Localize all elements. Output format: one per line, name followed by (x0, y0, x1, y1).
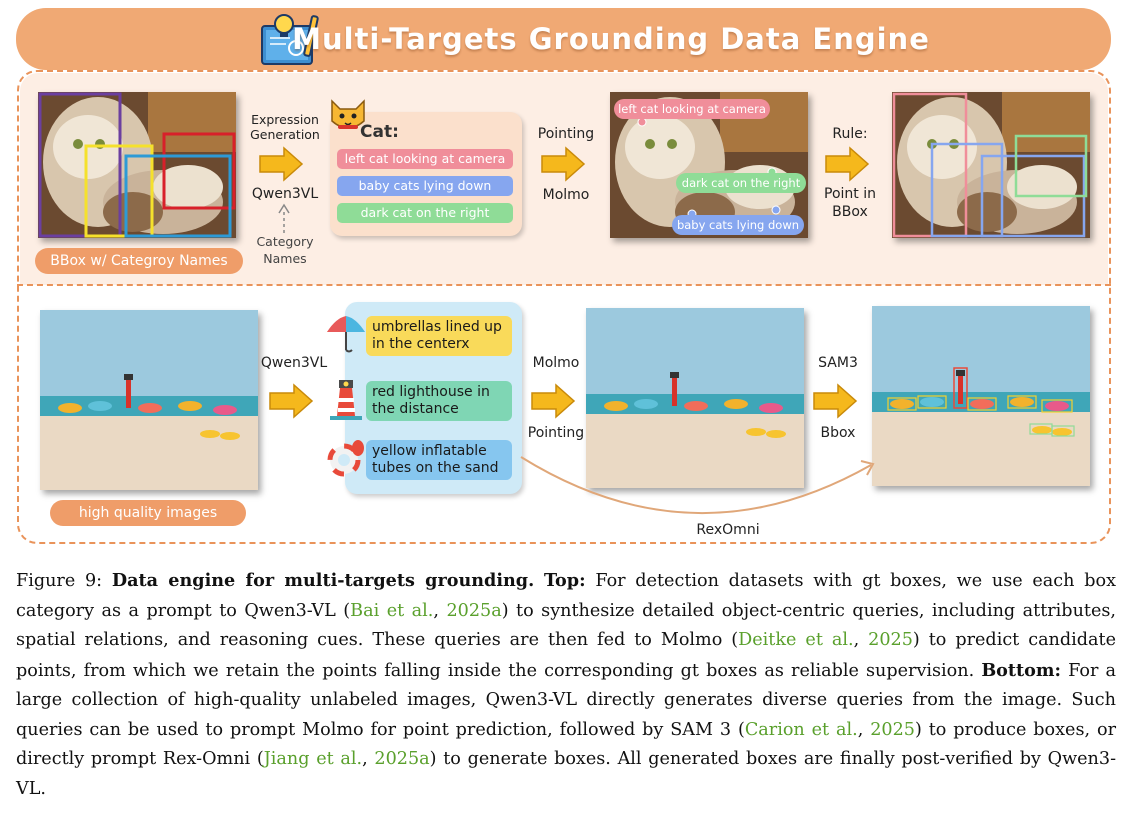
caption-text: , (854, 630, 869, 650)
inflatable-tube-icon (326, 438, 366, 484)
beach-image-boxes (872, 306, 1090, 486)
pointing-label-top: Pointing (528, 126, 604, 142)
query-lighthouse-line2: the distance (372, 401, 506, 418)
query-lighthouse: red lighthouse in the distance (366, 381, 512, 421)
dashed-up-arrow-icon (278, 203, 290, 237)
point-in-bbox-label-2: BBox (812, 204, 888, 220)
caption-text: , (433, 601, 446, 621)
citation-link[interactable]: 2025 (868, 630, 913, 650)
query-left-cat: left cat looking at camera (337, 149, 513, 169)
expression-generation-label-1: Expression (243, 112, 327, 127)
query-umbrellas-line2: in the centerx (372, 336, 506, 353)
citation-link[interactable]: Carion et al. (745, 720, 858, 740)
beach-image-input (40, 310, 258, 490)
caption-bold-title: Data engine for multi-targets grounding. (112, 570, 534, 591)
figure-title: Multi-Targets Grounding Data Engine (0, 8, 1132, 70)
bbox-category-label: BBox w/ Categroy Names (35, 248, 243, 274)
rexomni-label: RexOmni (680, 522, 776, 538)
caption-text: , (858, 720, 870, 740)
lighthouse-icon (326, 376, 366, 424)
citation-link[interactable]: 2025a (446, 601, 501, 621)
cat-image-with-bboxes (38, 92, 236, 238)
bbox-label: Bbox (802, 425, 874, 441)
molmo-label-top: Molmo (528, 187, 604, 203)
query-dark-cat: dark cat on the right (337, 203, 513, 223)
caption-top-label: Top: (544, 570, 586, 591)
query-lighthouse-line1: red lighthouse in (372, 384, 506, 401)
qwen3vl-label-bottom: Qwen3VL (256, 355, 332, 371)
caption-text: , (362, 749, 374, 769)
category-names-label-1: Category (243, 234, 327, 249)
citation-link[interactable]: Jiang et al. (264, 749, 362, 769)
expression-generation-label-2: Generation (243, 127, 327, 142)
arrow-icon (540, 146, 586, 186)
citation-link[interactable]: Deitke et al. (738, 630, 853, 650)
arrow-icon (812, 383, 858, 423)
arrow-icon (824, 146, 870, 186)
high-quality-images-label: high quality images (50, 500, 246, 526)
cat-image-filtered-boxes (892, 92, 1090, 238)
point-label-baby-cats: baby cats lying down (672, 215, 804, 235)
sam3-label: SAM3 (802, 355, 874, 371)
arrow-icon (258, 146, 304, 186)
arrow-icon (268, 383, 314, 423)
query-baby-cats: baby cats lying down (337, 176, 513, 196)
point-label-left-cat: left cat looking at camera (614, 99, 770, 119)
molmo-label-bottom: Molmo (520, 355, 592, 371)
category-names-label-2: Names (243, 251, 327, 266)
point-in-bbox-label-1: Point in (812, 186, 888, 202)
query-umbrellas-line1: umbrellas lined up (372, 319, 506, 336)
query-inflatable-tubes: yellow inflatable tubes on the sand (366, 440, 512, 480)
citation-link[interactable]: 2025 (870, 720, 915, 740)
caption-bottom-label: Bottom: (981, 660, 1061, 681)
citation-link[interactable]: Bai et al. (350, 601, 433, 621)
point-label-dark-cat: dark cat on the right (676, 173, 806, 193)
section-divider (17, 284, 1111, 286)
query-umbrellas: umbrellas lined up in the centerx (366, 316, 512, 356)
query-tubes-line2: tubes on the sand (372, 460, 506, 477)
query-tubes-line1: yellow inflatable (372, 443, 506, 460)
qwen3vl-label-top: Qwen3VL (243, 186, 327, 202)
caption-fig-number: Figure 9: (16, 571, 112, 591)
citation-link[interactable]: 2025a (374, 749, 429, 769)
pointing-label-bottom: Pointing (520, 425, 592, 441)
rexomni-curve-arrow (515, 455, 895, 529)
cat-card-title: Cat: (360, 122, 420, 142)
arrow-icon (530, 383, 576, 423)
rule-label: Rule: (812, 126, 888, 142)
umbrella-icon (325, 312, 367, 358)
figure-caption: Figure 9: Data engine for multi-targets … (16, 566, 1116, 804)
